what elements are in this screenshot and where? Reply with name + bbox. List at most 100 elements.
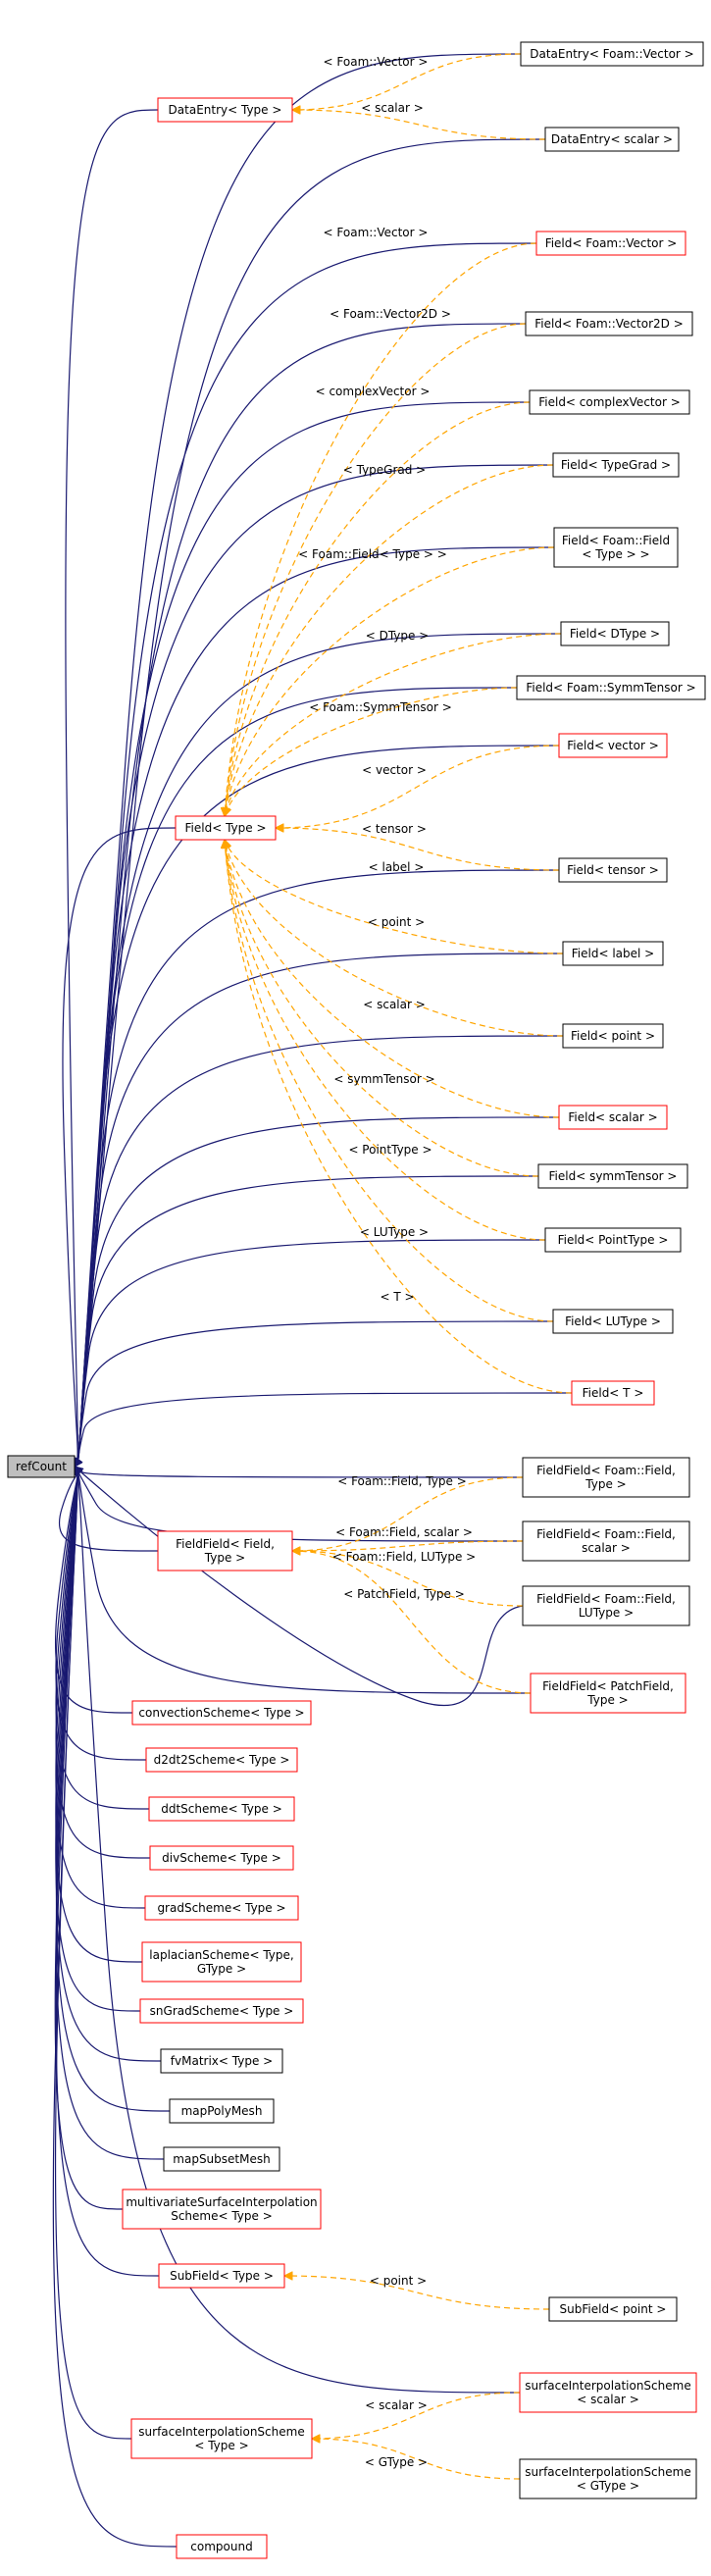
class-node-ff_field_type[interactable]: FieldField< Field,Type > <box>157 1530 293 1571</box>
class-node-field_vector2d[interactable]: Field< Foam::Vector2D > <box>525 311 693 336</box>
edge-label-f_vector: < vector > <box>362 763 427 777</box>
edge-label-sf_point: < point > <box>370 2274 427 2288</box>
class-node-field_tensor[interactable]: Field< tensor > <box>558 857 668 883</box>
class-node-mappolymesh[interactable]: mapPolyMesh <box>169 2098 275 2124</box>
root-node-refcount[interactable]: refCount <box>7 1455 76 1478</box>
edge-label-f_symmtensor_foam: < Foam::SymmTensor > <box>309 700 452 714</box>
class-node-field_point[interactable]: Field< point > <box>562 1023 664 1049</box>
template-edge-sis_scalar <box>312 2392 521 2439</box>
class-node-ff_foam_scalar[interactable]: FieldField< Foam::Field,scalar > <box>522 1520 690 1562</box>
edge-label-sis_gtype: < GType > <box>365 2455 428 2469</box>
edge-label-f_symmtensor: < symmTensor > <box>333 1072 434 1086</box>
inheritance-edge-compound <box>52 1467 178 2548</box>
class-node-dataentry_vector[interactable]: DataEntry< Foam::Vector > <box>520 41 704 67</box>
node-label: gradScheme< Type > <box>157 1901 285 1915</box>
node-box <box>530 1673 686 1714</box>
inheritance-edges <box>52 53 573 2548</box>
node-label: < Type > <box>194 2439 248 2452</box>
inheritance-edge-ff_foam_lutype <box>75 1467 524 1707</box>
node-label: FieldField< Foam::Field, <box>536 1464 676 1477</box>
template-edge-ff_patchfield <box>292 1551 532 1694</box>
node-label: Field< complexVector > <box>538 395 681 409</box>
node-box <box>560 621 670 646</box>
edge-label-ff_foam_type: < Foam::Field, Type > <box>337 1474 467 1488</box>
class-node-field_complexvector[interactable]: Field< complexVector > <box>529 389 690 415</box>
node-label: compound <box>190 2540 252 2553</box>
class-node-ff_foam_type[interactable]: FieldField< Foam::Field,Type > <box>522 1457 690 1498</box>
node-box <box>139 1998 304 2024</box>
node-label: Scheme< Type > <box>171 2209 273 2223</box>
template-edge-field_foam_vector <box>225 242 537 816</box>
class-node-field_symmtensor[interactable]: Field< symmTensor > <box>537 1163 688 1189</box>
class-node-subfield_point[interactable]: SubField< point > <box>548 2296 678 2322</box>
node-box <box>176 2534 268 2559</box>
class-node-sis_gtype[interactable]: surfaceInterpolationScheme< GType > <box>519 2458 697 2499</box>
node-label: SubField< point > <box>560 2302 667 2316</box>
node-box <box>522 1520 690 1562</box>
class-node-field_t[interactable]: Field< T > <box>571 1380 655 1406</box>
node-label: Field< vector > <box>567 739 659 752</box>
class-node-ff_patchfield[interactable]: FieldField< PatchField,Type > <box>530 1673 686 1714</box>
class-node-sis_type[interactable]: surfaceInterpolationScheme< Type > <box>130 2418 313 2459</box>
template-edge-field_pointtype <box>225 840 546 1241</box>
node-label: Field< Foam::SymmTensor > <box>526 681 695 695</box>
edge-label-de_scalar: < scalar > <box>361 101 424 115</box>
template-edge-field_scalar <box>225 840 560 1118</box>
class-node-multivariate[interactable]: multivariateSurfaceInterpolationScheme< … <box>122 2189 322 2230</box>
class-node-field_type[interactable]: Field< Type > <box>175 815 277 841</box>
node-box <box>141 1941 302 1983</box>
node-label: Field< Foam::Vector2D > <box>534 317 684 331</box>
inheritance-edge-field_label <box>75 953 564 1467</box>
node-box <box>525 311 693 336</box>
inheritance-edge-sis_scalar <box>75 1467 521 2394</box>
node-label: mapPolyMesh <box>181 2104 263 2118</box>
node-label: Field< Type > <box>185 821 267 835</box>
class-node-field_symmtensor_foam[interactable]: Field< Foam::SymmTensor > <box>516 675 706 700</box>
class-node-compound[interactable]: compound <box>176 2534 268 2559</box>
class-node-laplacianscheme[interactable]: laplacianScheme< Type,GType > <box>141 1941 302 1983</box>
class-node-field_lutype[interactable]: Field< LUType > <box>552 1309 674 1334</box>
inheritance-edge-dataentry_type <box>65 109 159 1467</box>
class-node-field_foam_field[interactable]: Field< Foam::Field< Type > > <box>553 527 679 568</box>
class-node-field_scalar[interactable]: Field< scalar > <box>558 1105 668 1130</box>
class-node-mapsubsetmesh[interactable]: mapSubsetMesh <box>163 2146 280 2172</box>
class-node-sis_scalar[interactable]: surfaceInterpolationScheme< scalar > <box>519 2372 697 2413</box>
template-edge-field_t <box>225 840 573 1394</box>
class-node-fvmatrix[interactable]: fvMatrix< Type > <box>160 2048 283 2074</box>
class-node-field_vector[interactable]: Field< vector > <box>558 733 668 758</box>
node-label: fvMatrix< Type > <box>171 2054 273 2068</box>
edge-label-f_tensor: < tensor > <box>362 822 427 836</box>
edge-labels: < Foam::Vector >< scalar >< Foam::Vector… <box>298 55 476 2469</box>
class-node-gradscheme[interactable]: gradScheme< Type > <box>144 1895 299 1921</box>
class-node-subfield_type[interactable]: SubField< Type > <box>158 2263 285 2289</box>
node-label: laplacianScheme< Type, <box>149 1948 293 1962</box>
node-label: FieldField< Field, <box>176 1537 275 1551</box>
node-box <box>537 1163 688 1189</box>
class-node-ddtscheme[interactable]: ddtScheme< Type > <box>148 1796 295 1822</box>
node-label: surfaceInterpolationScheme <box>525 2465 690 2479</box>
class-node-field_typegrad[interactable]: Field< TypeGrad > <box>552 452 680 478</box>
class-node-divscheme[interactable]: divScheme< Type > <box>149 1845 294 1871</box>
node-label: FieldField< Foam::Field, <box>536 1592 676 1606</box>
class-node-field_dtype[interactable]: Field< DType > <box>560 621 670 646</box>
class-node-dataentry_type[interactable]: DataEntry< Type > <box>157 97 293 123</box>
class-node-dataentry_scalar[interactable]: DataEntry< scalar > <box>544 127 680 152</box>
node-label: FieldField< Foam::Field, <box>536 1527 676 1541</box>
node-box <box>519 2372 697 2413</box>
edge-label-f_lutype: < LUType > <box>360 1225 429 1239</box>
class-node-convectionscheme[interactable]: convectionScheme< Type > <box>131 1700 312 1726</box>
template-edge-field_lutype <box>225 840 554 1322</box>
class-node-field_foam_vector[interactable]: Field< Foam::Vector > <box>535 231 686 256</box>
class-node-ff_foam_lutype[interactable]: FieldField< Foam::Field,LUType > <box>522 1585 690 1626</box>
class-node-field_label[interactable]: Field< label > <box>562 941 664 966</box>
class-node-sngradscheme[interactable]: snGradScheme< Type > <box>139 1998 304 2024</box>
class-node-d2dt2scheme[interactable]: d2dt2Scheme< Type > <box>145 1747 298 1773</box>
node-label: scalar > <box>582 1541 631 1555</box>
node-box <box>148 1796 295 1822</box>
node-label: LUType > <box>579 1606 634 1620</box>
class-node-field_pointtype[interactable]: Field< PointType > <box>544 1227 682 1253</box>
node-box <box>149 1845 294 1871</box>
node-label: DataEntry< Foam::Vector > <box>530 47 694 61</box>
node-label: Field< tensor > <box>567 863 659 877</box>
